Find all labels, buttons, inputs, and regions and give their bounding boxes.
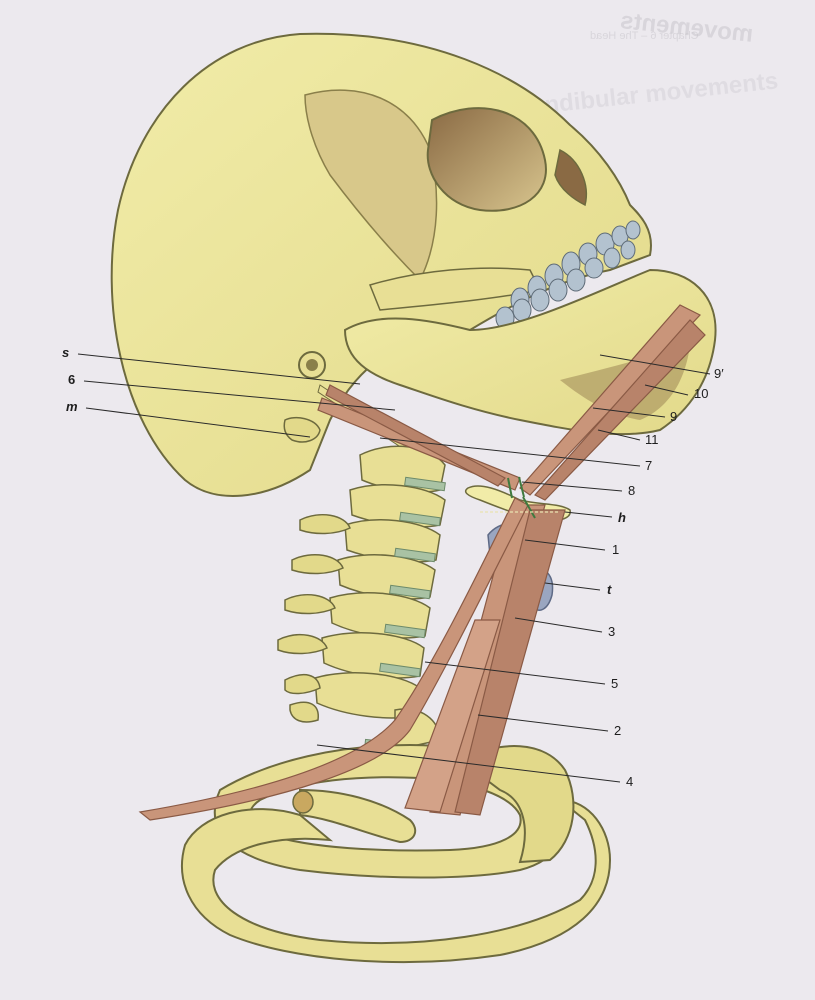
clavicle-cut [292, 790, 314, 814]
lower-teeth [495, 240, 636, 330]
label-11: 11 [645, 432, 659, 447]
muscles [138, 304, 706, 821]
label-6: 6 [68, 372, 76, 387]
second-rib [181, 798, 612, 964]
label-7: 7 [645, 458, 653, 473]
muscle-geniohyoid [534, 319, 706, 501]
thorax [181, 743, 612, 964]
label-9-prime: 9′ [714, 366, 724, 381]
muscle-stylohyoid [325, 384, 506, 487]
label-9: 9 [670, 409, 678, 424]
muscle-omohyoid [138, 497, 529, 821]
label-5: 5 [611, 676, 619, 691]
clavicle [299, 788, 417, 844]
label-2: 2 [614, 723, 622, 738]
label-4: 4 [626, 774, 634, 789]
label-3: 3 [608, 624, 616, 639]
label-s: s [62, 345, 70, 360]
label-1: 1 [612, 542, 620, 557]
label-10: 10 [694, 386, 709, 401]
leader-lines [77, 353, 711, 783]
nasal-cavity [554, 148, 587, 207]
muscle-digastric-anterior [519, 304, 701, 496]
label-m: m [66, 399, 78, 414]
label-h: h [618, 510, 626, 525]
orbit [426, 107, 547, 212]
label-8: 8 [628, 483, 636, 498]
mastoid-process [283, 417, 321, 443]
skull [110, 32, 717, 497]
cervical-spine [277, 445, 446, 754]
label-t: t [607, 582, 612, 597]
muscle-thyrohyoid [454, 509, 566, 816]
